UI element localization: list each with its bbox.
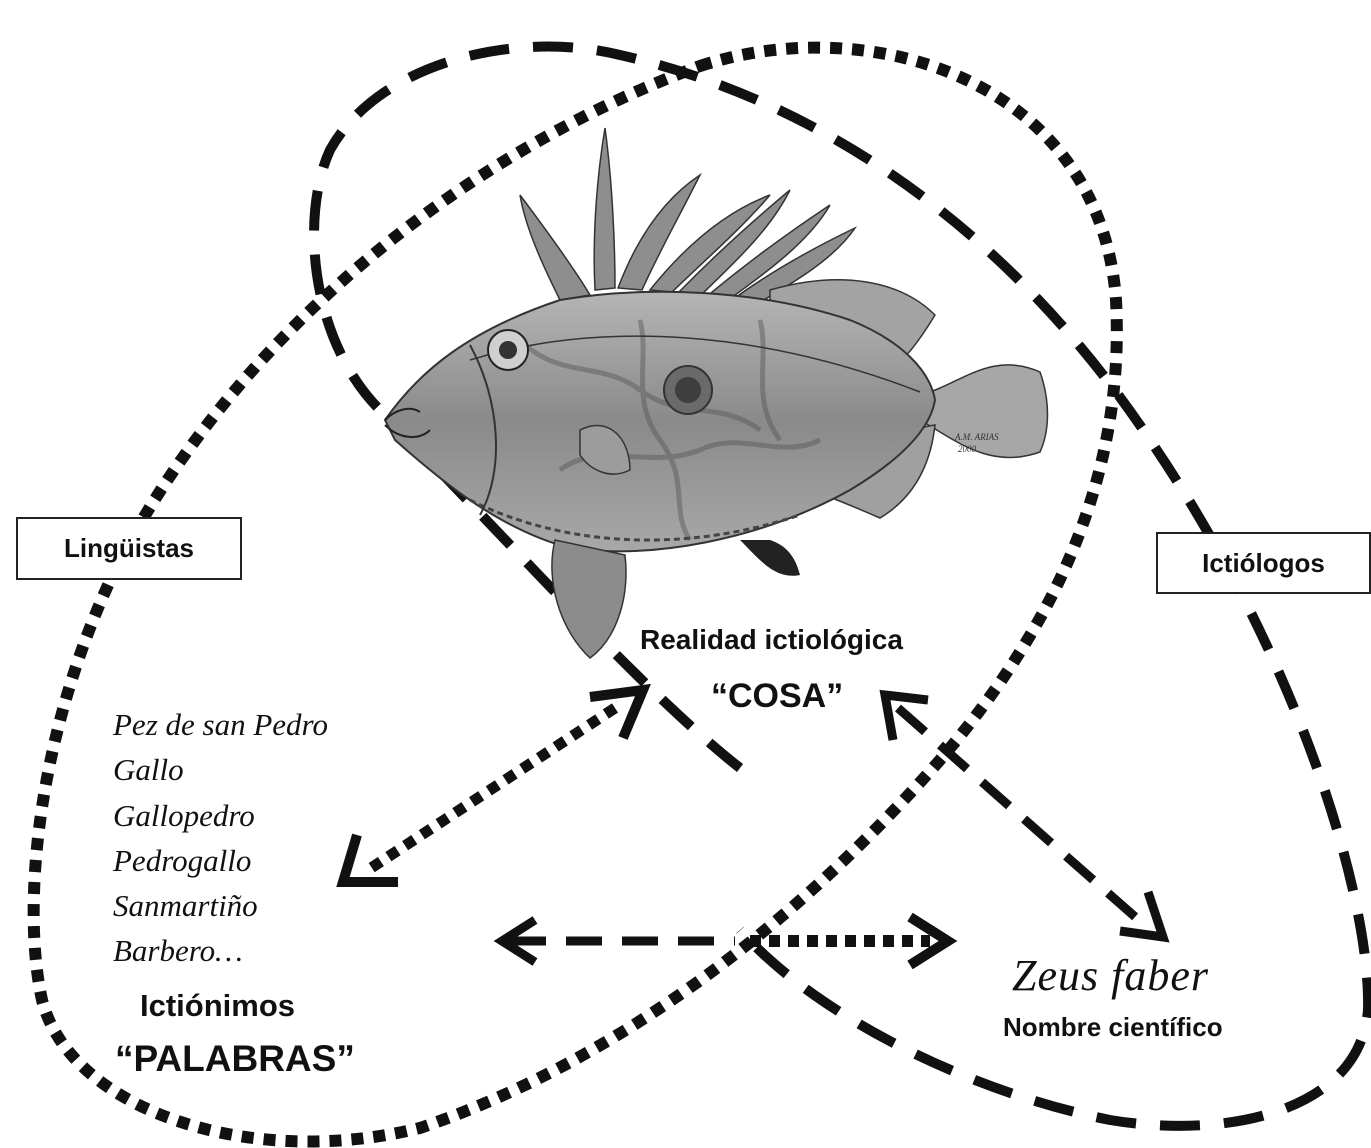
realidad-ictiologica-label: Realidad ictiológica [640,624,903,656]
linguistas-label: Lingüistas [64,533,194,564]
arrow-cosa-zeus [885,695,1163,937]
common-name-item: Sanmartiño [113,883,328,928]
common-name-item: Pez de san Pedro [113,702,328,747]
ictiologos-label: Ictiólogos [1202,548,1325,579]
common-name-item: Pedrogallo [113,838,328,883]
artist-signature: A.M. ARIAS [954,432,999,442]
common-name-item: Gallo [113,747,328,792]
ictionimos-label: Ictiónimos [140,988,295,1024]
linguistas-box: Lingüistas [16,517,242,580]
ictiologos-box: Ictiólogos [1156,532,1371,594]
fish-illustration: A.M. ARIAS 2000 [385,128,1048,658]
common-name-item: Barbero… [113,928,328,973]
svg-text:2000: 2000 [958,444,977,454]
scientific-name: Zeus faber [1012,950,1209,1001]
nombre-cientifico-label: Nombre científico [1003,1012,1223,1043]
palabras-label: “PALABRAS” [115,1038,355,1080]
arrow-cosa-ictionimos [343,690,643,882]
cosa-label: “COSA” [711,677,843,716]
common-name-item: Gallopedro [113,793,328,838]
common-names-list: Pez de san Pedro Gallo Gallopedro Pedrog… [113,702,328,974]
